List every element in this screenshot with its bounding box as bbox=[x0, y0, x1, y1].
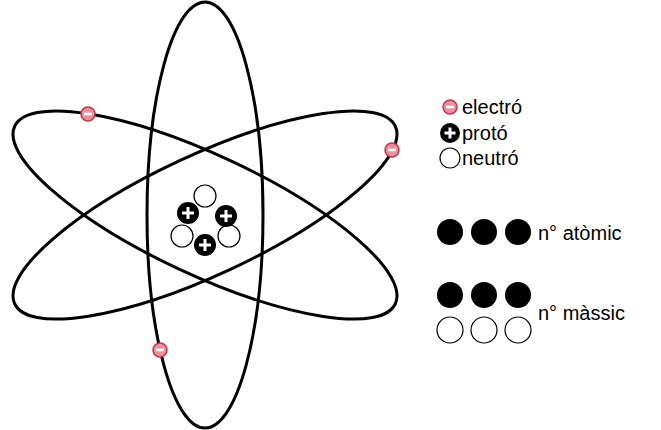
electron bbox=[153, 343, 167, 357]
nucleus bbox=[171, 185, 240, 256]
proton-sample bbox=[505, 282, 531, 308]
legend-sample bbox=[440, 123, 460, 143]
proton bbox=[177, 202, 199, 224]
legend-text: electró bbox=[462, 95, 522, 119]
legend-sample bbox=[443, 100, 457, 114]
orbit bbox=[0, 72, 421, 358]
neutron-sample bbox=[505, 317, 531, 343]
proton bbox=[215, 205, 237, 227]
neutron-sample bbox=[440, 148, 460, 168]
legend-sample bbox=[437, 282, 531, 343]
legend-sample bbox=[440, 148, 460, 168]
proton-sample bbox=[437, 219, 463, 245]
electron bbox=[385, 143, 399, 157]
proton-sample bbox=[471, 219, 497, 245]
proton bbox=[194, 234, 216, 256]
neutron-sample bbox=[471, 317, 497, 343]
electrons bbox=[81, 107, 399, 357]
proton-sample bbox=[505, 219, 531, 245]
orbit bbox=[0, 72, 421, 358]
proton-sample bbox=[437, 282, 463, 308]
electron-sample bbox=[443, 100, 457, 114]
orbits bbox=[0, 2, 421, 428]
neutron-sample bbox=[437, 317, 463, 343]
orbit bbox=[147, 2, 263, 428]
proton-sample bbox=[440, 123, 460, 143]
legend-sample bbox=[437, 219, 531, 245]
legend-text: n° atòmic bbox=[538, 221, 622, 245]
legend-text: n° màssic bbox=[538, 301, 625, 325]
neutron bbox=[171, 225, 193, 247]
neutron bbox=[194, 185, 216, 207]
legend-text: protó bbox=[462, 121, 508, 145]
electron bbox=[81, 107, 95, 121]
neutron bbox=[218, 225, 240, 247]
proton-sample bbox=[471, 282, 497, 308]
legend-text: neutró bbox=[462, 146, 519, 170]
